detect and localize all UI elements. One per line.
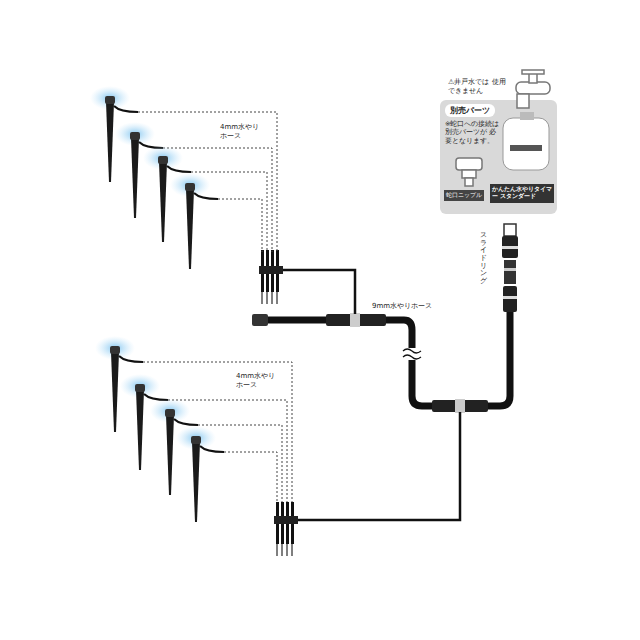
timer-body: [503, 118, 549, 170]
hose-4mm-dotted: [218, 199, 262, 252]
stake-tube: [119, 356, 143, 362]
slide-ring-connector: [502, 224, 518, 312]
stake-tube: [167, 166, 191, 172]
stake-tube: [174, 419, 198, 425]
stake-head: [191, 436, 201, 444]
drip-stake: [136, 390, 144, 470]
faucet-nipple: [456, 158, 482, 186]
drip-stake: [106, 102, 114, 182]
stake-head: [110, 346, 120, 354]
node-text: 別売パーツ: [445, 104, 495, 117]
node-text: 蛇口ニップル: [446, 191, 482, 200]
timer-label-box: かんたん水やりタイマー スタンダード: [490, 184, 554, 203]
manifold: [274, 502, 298, 556]
hose-label: 4mm水やり ホース: [236, 372, 276, 390]
timer-top: [520, 112, 534, 120]
part-label: 蛇口ニップル: [444, 190, 484, 201]
end-plug: [252, 314, 268, 326]
drip-stake: [131, 138, 139, 218]
timer-label: [510, 145, 542, 151]
hose-joint: [326, 313, 386, 327]
stake-head: [130, 132, 140, 140]
accessory-panel: 別売パーツ ※蛇口への接続は 別売パーツが 必要となります。蛇口ニップル かんたん水…: [440, 100, 557, 214]
slide-ring-label: スライドリング: [480, 232, 487, 286]
main-hose: [258, 312, 510, 406]
accessory-panel: [440, 100, 557, 214]
branch-line: [297, 412, 460, 520]
hose-4mm-dotted: [143, 362, 292, 502]
node-text: ※蛇口への接続は 別売パーツが 必要となります。: [445, 120, 503, 145]
warning-note: ⚠井戸水では 使用できません: [448, 78, 512, 96]
node-text: かんたん水やりタイマー スタンダード: [492, 186, 552, 201]
stake-head: [135, 384, 145, 392]
stake-tube: [194, 193, 218, 199]
manifold: [259, 250, 283, 304]
stake-tube: [200, 446, 224, 452]
stake-head: [105, 96, 115, 104]
stake-head: [185, 183, 195, 191]
stake-head: [165, 409, 175, 417]
drip-stake: [111, 352, 119, 432]
stake-tube: [114, 106, 138, 112]
faucet: [516, 70, 550, 108]
drip-stake: [186, 189, 194, 269]
tee-joint: [432, 399, 488, 413]
hose-label: 4mm水やり ホース: [220, 123, 260, 141]
hose-4mm-dotted: [224, 452, 277, 502]
stake-head: [158, 156, 168, 164]
drip-stake: [166, 415, 174, 495]
hose-break: [403, 348, 421, 360]
drip-stake: [192, 442, 200, 522]
drip-stake: [159, 162, 167, 242]
stake-tube: [144, 394, 168, 400]
hose-4mm-dotted: [138, 112, 277, 252]
hose-label: 9mm水やりホース: [372, 302, 432, 311]
branch-line: [282, 270, 355, 314]
